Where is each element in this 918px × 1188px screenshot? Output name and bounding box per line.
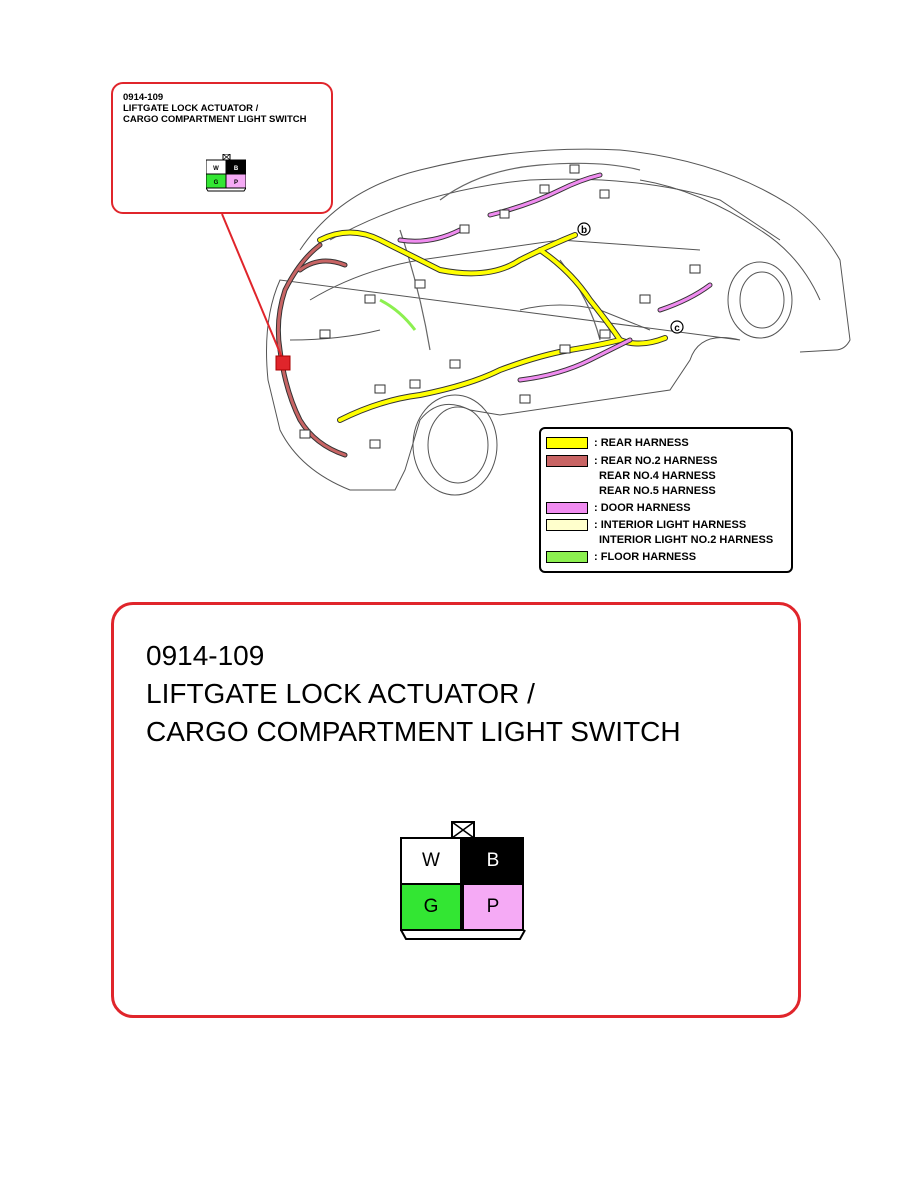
locator-leader-line: [221, 213, 284, 361]
pin-p: P: [462, 883, 524, 931]
legend-swatch-rear: [546, 437, 588, 449]
legend-rear-no4: REAR NO.4 HARNESS: [599, 470, 716, 482]
pin-g: G: [400, 883, 462, 931]
legend-swatch-rear-no2: [546, 455, 588, 467]
mini-pin-b: B: [234, 166, 239, 172]
connector-face: W B G P: [400, 821, 530, 947]
connector-base: [400, 929, 526, 940]
callout-small-name-line2: CARGO COMPARTMENT LIGHT SWITCH: [123, 114, 307, 125]
rear-wheel: [412, 394, 498, 496]
callout-small-code: 0914-109: [123, 92, 164, 103]
pin-w: W: [400, 837, 462, 885]
front-wheel: [727, 261, 793, 339]
vehicle-harness-illustration: b c: [221, 148, 851, 496]
mini-connector-face: W B G P: [206, 154, 246, 192]
mini-pin-p: P: [234, 180, 238, 186]
connector-name-line1: LIFTGATE LOCK ACTUATOR /: [146, 678, 535, 709]
harness-legend: : REAR HARNESS : REAR NO.2 HARNESS REAR …: [539, 427, 793, 573]
connector-latch-icon: [451, 821, 475, 839]
marker-c-circle: [670, 320, 684, 334]
legend-rear-no5: REAR NO.5 HARNESS: [599, 485, 716, 497]
mini-pin-w: W: [213, 166, 219, 172]
legend-swatch-floor: [546, 551, 588, 563]
car-body-outline: [266, 148, 851, 491]
connector-callout-large: 0914-109 LIFTGATE LOCK ACTUATOR / CARGO …: [111, 602, 801, 1018]
connector-code: 0914-109: [146, 640, 265, 671]
connector-name-line2: CARGO COMPARTMENT LIGHT SWITCH: [146, 716, 681, 747]
callout-small-name-line1: LIFTGATE LOCK ACTUATOR /: [123, 103, 259, 114]
marker-b: b: [581, 225, 587, 236]
locator-connector-highlight: [275, 355, 291, 371]
marker-b-circle: [577, 222, 591, 236]
mini-pin-g: G: [214, 180, 219, 186]
connector-callout-small: 0914-109 LIFTGATE LOCK ACTUATOR / CARGO …: [111, 82, 333, 214]
marker-c: c: [674, 323, 680, 334]
floor-harness-line: [379, 298, 417, 331]
pin-b: B: [462, 837, 524, 885]
legend-interior-light-no2: INTERIOR LIGHT NO.2 HARNESS: [599, 534, 774, 546]
legend-swatch-door: [546, 502, 588, 514]
legend-swatch-interior-light: [546, 519, 588, 531]
